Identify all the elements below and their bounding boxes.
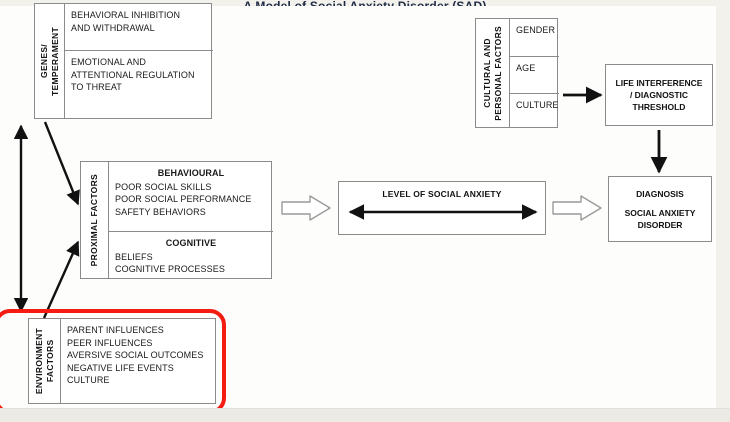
bottom-band bbox=[0, 408, 730, 422]
environment-factors-side-label: ENVIRONMENT FACTORS bbox=[29, 319, 61, 403]
cultural-row-gender: GENDER bbox=[516, 25, 556, 35]
diagnosis-box: DIAGNOSIS SOCIAL ANXIETY DISORDER bbox=[608, 176, 712, 242]
page-title: A Model of Social Anxiety Disorder (SAD) bbox=[0, 0, 730, 6]
proximal-factors-block: PROXIMAL FACTORS BEHAVIOURAL POOR SOCIAL… bbox=[80, 161, 273, 280]
environment-row-influences: PARENT INFLUENCES PEER INFLUENCES AVERSI… bbox=[67, 325, 204, 385]
cultural-row-age: AGE bbox=[510, 56, 559, 93]
genes-temperament-block: GENES/ TEMPERAMENT BEHAVIORAL INHIBITION… bbox=[34, 3, 213, 120]
proximal-row-cognitive: COGNITIVE BELIEFS COGNITIVE PROCESSES bbox=[109, 231, 273, 280]
cultural-personal-side-label: CULTURAL AND PERSONAL FACTORS bbox=[476, 19, 510, 127]
level-to-diagnosis-arrow bbox=[552, 195, 602, 221]
cultural-row-culture: CULTURE bbox=[510, 93, 559, 129]
proximal-factors-side-label: PROXIMAL FACTORS bbox=[81, 162, 109, 278]
genes-row-emotional-regulation: EMOTIONAL AND ATTENTIONAL REGULATION TO … bbox=[65, 50, 213, 120]
cultural-personal-factors-block: CULTURAL AND PERSONAL FACTORS GENDER AGE… bbox=[475, 18, 559, 129]
genes-to-proximal-arrow bbox=[43, 121, 80, 206]
life-interference-box: LIFE INTERFERENCE / DIAGNOSTIC THRESHOLD bbox=[605, 64, 713, 126]
environment-to-proximal-arrow bbox=[42, 240, 80, 319]
connector-layer bbox=[13, 86, 668, 319]
proximal-to-level-arrow bbox=[281, 195, 331, 221]
proximal-row-behavioural: BEHAVIOURAL POOR SOCIAL SKILLS POOR SOCI… bbox=[115, 168, 252, 217]
diagram-canvas: GENES/ TEMPERAMENT BEHAVIORAL INHIBITION… bbox=[0, 3, 716, 414]
environment-factors-block: ENVIRONMENT FACTORS PARENT INFLUENCES PE… bbox=[28, 318, 216, 404]
level-of-social-anxiety-label: LEVEL OF SOCIAL ANXIETY bbox=[382, 189, 502, 199]
genes-row-behavioral-inhibition: BEHAVIORAL INHIBITION AND WITHDRAWAL bbox=[71, 10, 181, 33]
genes-temperament-side-label: GENES/ TEMPERAMENT bbox=[35, 4, 65, 118]
